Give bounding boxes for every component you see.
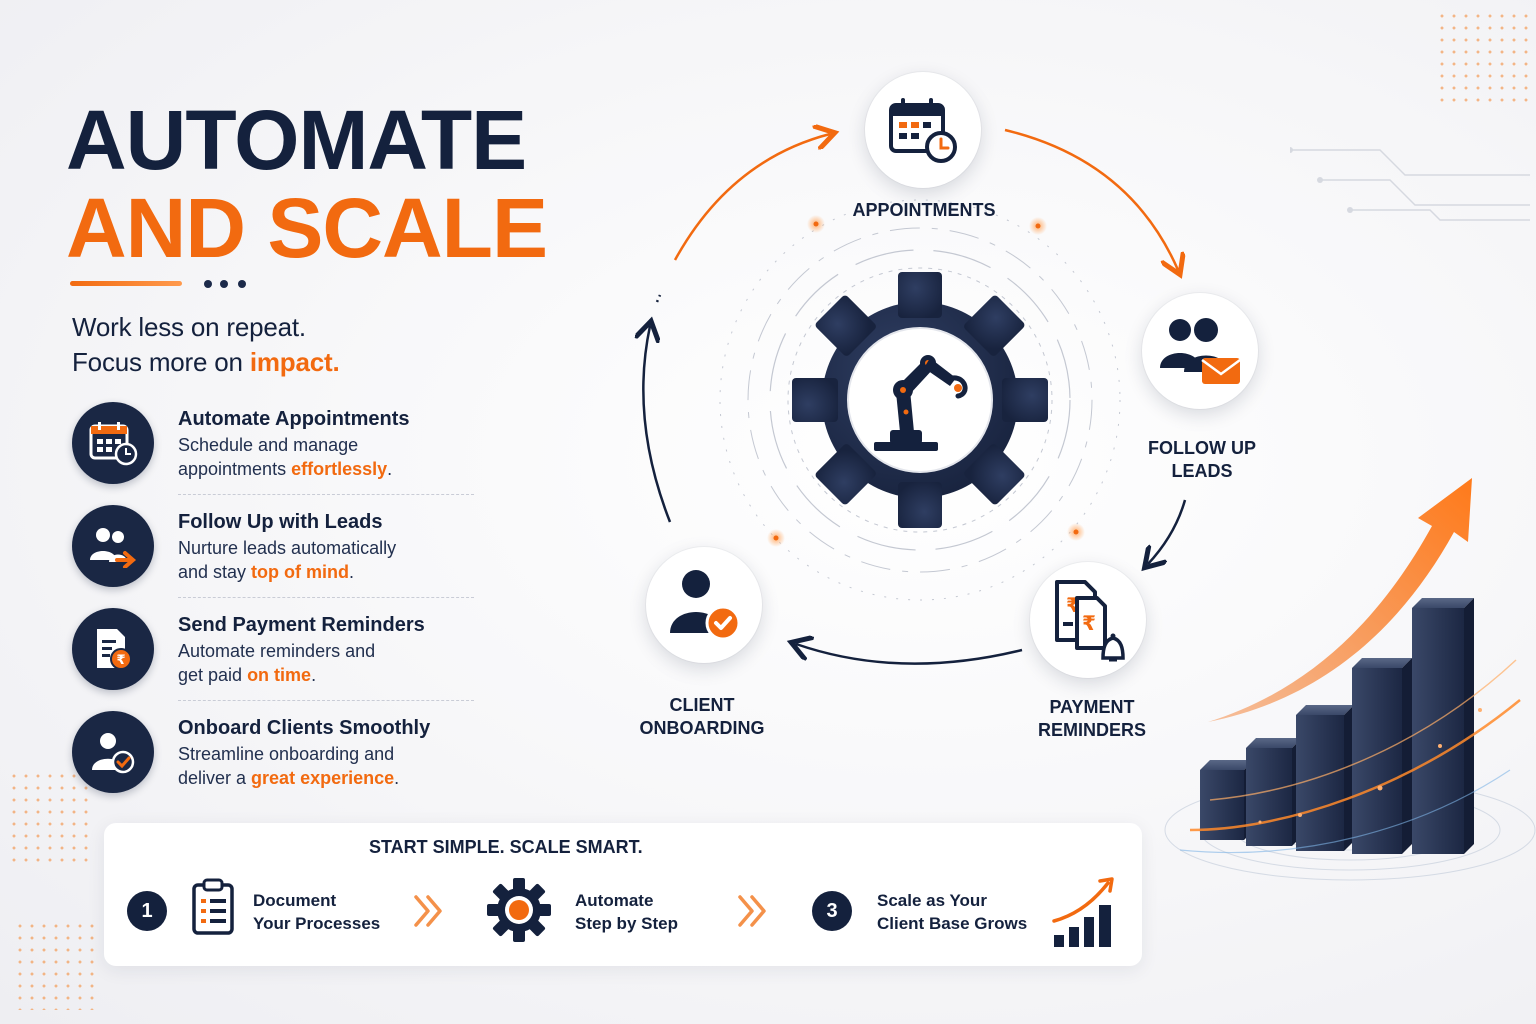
feature-desc: Schedule and manage <box>178 435 359 455</box>
node-follow-up-leads <box>1142 293 1258 409</box>
circuit-decoration <box>1290 147 1530 221</box>
tagline-line-2: Focus more on impact. <box>72 347 340 377</box>
feature-desc: Nurture leads automatically <box>178 538 397 558</box>
underline-dot <box>220 280 228 288</box>
underline-dot <box>238 280 246 288</box>
node-appointments <box>865 72 981 188</box>
cycle-diagram <box>620 120 1187 665</box>
dot-pattern-left <box>8 770 92 866</box>
steps-title: START SIMPLE. SCALE SMART. <box>369 837 643 857</box>
clipboard-list-icon <box>192 878 234 935</box>
feature-title: Automate Appointments <box>178 408 410 430</box>
users-mail-icon <box>1160 318 1241 384</box>
step-number: 3 <box>812 891 852 931</box>
feature-automate-appointments: Automate Appointments Schedule and manag… <box>72 402 474 502</box>
growth-chart-icon <box>1052 877 1114 947</box>
headline-underline <box>70 281 182 286</box>
invoice-rupee-icon: ₹ <box>72 608 154 690</box>
users-arrow-icon <box>72 505 154 587</box>
headline-line-2: AND SCALE <box>66 181 548 275</box>
divider <box>178 700 474 701</box>
node-client-onboarding <box>646 547 762 663</box>
feature-follow-up-leads: Follow Up with Leads Nurture leads autom… <box>72 505 474 605</box>
step-number: 1 <box>127 891 167 931</box>
underline-dot <box>204 280 212 288</box>
label-appointments: APPOINTMENTS <box>852 200 996 220</box>
node-payment-reminders: ₹ ₹ <box>1030 562 1146 678</box>
svg-text:₹: ₹ <box>1082 611 1096 635</box>
feature-desc: appointments effortlessly. <box>178 459 393 479</box>
dot-pattern-top-right <box>1436 10 1532 106</box>
svg-text:₹: ₹ <box>116 653 125 668</box>
calendar-clock-icon <box>72 402 154 484</box>
user-check-icon <box>670 570 741 641</box>
invoice-bell-icon: ₹ ₹ <box>1055 580 1125 662</box>
feature-title: Send Payment Reminders <box>178 614 425 636</box>
robot-arm-gear-icon <box>790 270 1050 530</box>
chevron-double-right-icon <box>414 895 442 927</box>
dot-pattern-bottom-left <box>14 920 98 1010</box>
feature-desc: Streamline onboarding and <box>178 744 395 764</box>
feature-desc: deliver a great experience. <box>178 768 400 788</box>
user-check-icon <box>72 711 154 793</box>
headline-line-1: AUTOMATE <box>66 93 527 187</box>
feature-desc: get paid on time. <box>178 665 317 685</box>
feature-desc: and stay top of mind. <box>178 562 355 582</box>
growth-bars-illustration <box>1164 478 1536 881</box>
divider <box>178 597 474 598</box>
feature-desc: Automate reminders and <box>178 641 376 661</box>
chevron-double-right-icon <box>738 895 766 927</box>
feature-payment-reminders: ₹ Send Payment Reminders Automate remind… <box>72 608 474 708</box>
feature-title: Follow Up with Leads <box>178 511 383 533</box>
feature-title: Onboard Clients Smoothly <box>178 717 431 739</box>
tagline-line-1: Work less on repeat. <box>72 312 306 342</box>
divider <box>178 494 474 495</box>
gear-icon <box>487 878 551 942</box>
feature-onboard-clients: Onboard Clients Smoothly Streamline onbo… <box>72 711 474 811</box>
calendar-clock-icon <box>889 98 957 163</box>
